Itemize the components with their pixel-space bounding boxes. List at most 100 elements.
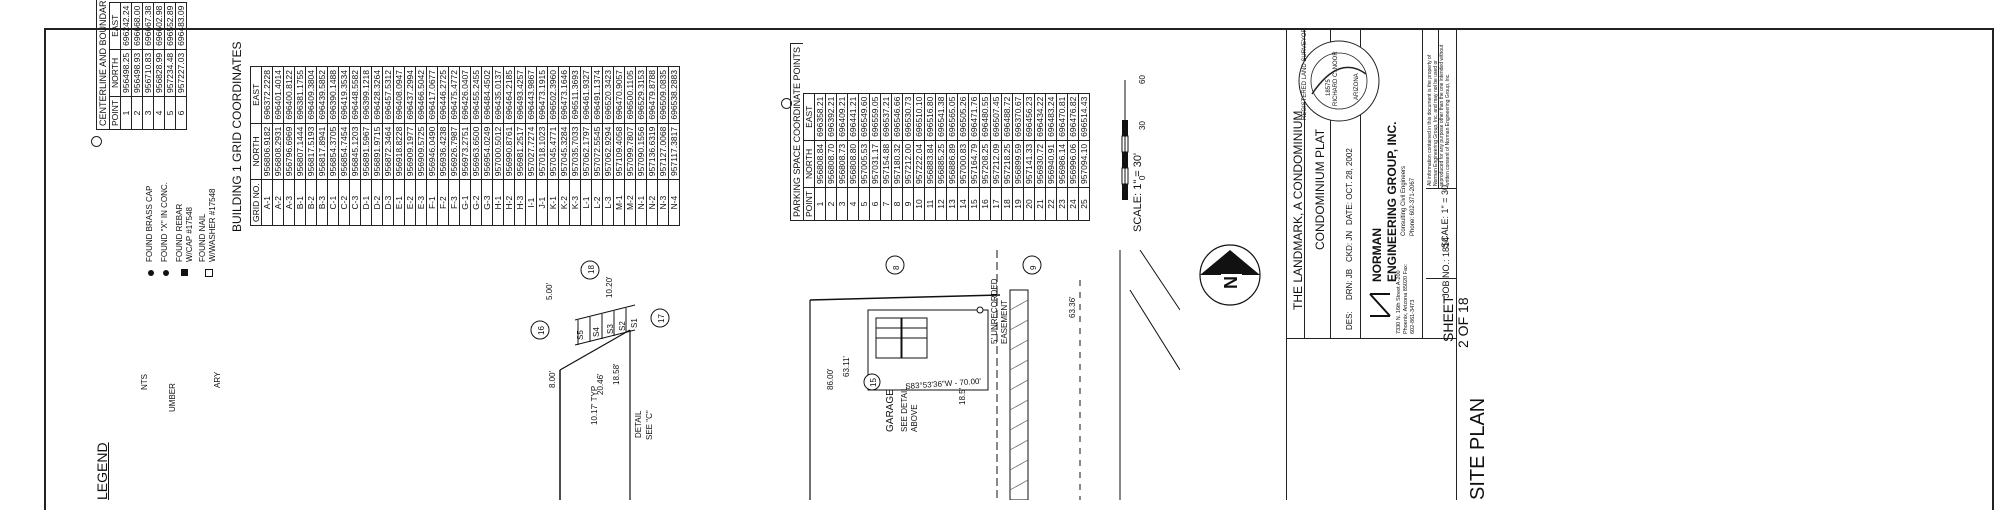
north-letter: N [1221,274,1242,291]
table-cell: 957062.1797 [580,123,592,180]
parking-circle [781,98,792,109]
table-cell: 956891.5967 [360,123,372,180]
table-cell: 696500.1105 [624,66,636,124]
parking-caption: PARKING SPACE COORDINATE POINTS [790,42,803,221]
project-title: THE LANDMARK, A CONDOMINIUM [1291,110,1305,310]
firm-phone: Phone: 602-371-2067 [1410,177,1416,236]
table-cell: 696668.00 [131,2,143,50]
table-cell: 956808.84 [814,140,826,188]
firm-tagline: Consulting Civil Engineers [1401,165,1407,236]
table-cell: 696473.1915 [536,66,548,124]
table-cell: 696549.60 [858,93,870,141]
table-cell: B-1 [294,179,306,226]
table-cell: 956891.9715 [371,123,383,180]
table-cell: 956981.2517 [514,123,526,180]
table-cell: 696493.4257 [514,66,526,124]
table-cell: 956963.6500 [470,123,482,180]
table-cell: N-2 [646,179,658,226]
table-cell: 22 [1045,187,1057,221]
scale-bar-label: SCALE: 1" = 30' [1132,153,1144,232]
table-cell: C-1 [327,179,339,226]
table-cell: 696434.22 [1034,93,1046,141]
table-cell: 14 [957,187,969,221]
table-cell: 956498.25 [120,49,132,97]
table-cell: 696537.21 [880,93,892,141]
disclaimer: All information contained in this docume… [1427,44,1451,186]
plan-dim-3: 63.36' [1068,296,1077,318]
table-cell: 696409.3804 [305,66,317,124]
table-cell: 696484.4502 [481,66,493,124]
table-cell: 956990.8761 [503,123,515,180]
table-cell: 696475.4772 [448,66,460,124]
table-header: EAST [803,93,815,141]
table-cell: 4 [153,96,165,130]
plan-detail-ref: SEE "C" [645,410,654,440]
table-cell: 18 [1001,187,1013,221]
sheet-total: 18 [1455,297,1471,313]
table-cell: 956854.7454 [338,123,350,180]
table-cell: 696400.8122 [283,66,295,124]
table-cell: 6 [869,187,881,221]
table-cell: 15 [968,187,980,221]
table-cell: 696483.09 [175,2,187,50]
table-cell: 957154.88 [880,140,892,188]
table-cell: 696667.38 [142,2,154,50]
legend-open-square-icon [205,269,213,277]
firm-name-1: NORMAN [1370,228,1384,282]
legend-item-3: FOUND REBAR W/CAP #17548 [175,203,194,262]
table-cell: 956973.2751 [459,123,471,180]
table-cell: 21 [1034,187,1046,221]
table-cell: 696541.38 [935,93,947,141]
table-cell: E-2 [404,179,416,226]
plan-dim-2: 63.11' [842,356,851,377]
table-cell: 957018.1023 [536,123,548,180]
sheet-of: OF [1455,316,1471,337]
table-cell: 956954.0249 [481,123,493,180]
table-cell: 696538.2883 [668,66,680,124]
date-field: DATE: OCT. 28, 2002 [1345,148,1354,225]
table-cell: 696464.2185 [503,66,515,124]
table-cell: 696461.9327 [580,66,592,124]
plan-dim-small-3: 18.58' [612,363,621,385]
table-cell: D-3 [382,179,394,226]
table-cell: 7 [880,187,892,221]
table-cell: K-3 [569,179,581,226]
scale-tick-60: 60 [1138,75,1147,84]
table-cell: 696552.89 [164,2,176,50]
tb-job-value: 1814 [1441,236,1451,257]
plan-point-18: 18 [587,265,596,274]
table-cell: 957027.7274 [525,123,537,180]
plan-easement: 5' UNRECORDED EASEMENT [990,278,1009,344]
tb-job: JOB NO.: 1814 [1441,237,1451,298]
legend-item-1: FOUND BRASS CAP [145,185,154,262]
table-cell: 956808.70 [825,140,837,188]
north-arrow-icon [1200,250,1260,275]
table-cell: 696456.23 [1023,93,1035,141]
table-cell: N-4 [668,179,680,226]
table-cell: G-2 [470,179,482,226]
table-cell: 956886.89 [946,140,958,188]
table-cell: F-1 [426,179,438,226]
site-plan-drawing [530,250,1180,500]
firm-logo-icon [1369,293,1391,317]
table-cell: 8 [891,187,903,221]
table-cell: A-1 [261,179,273,226]
